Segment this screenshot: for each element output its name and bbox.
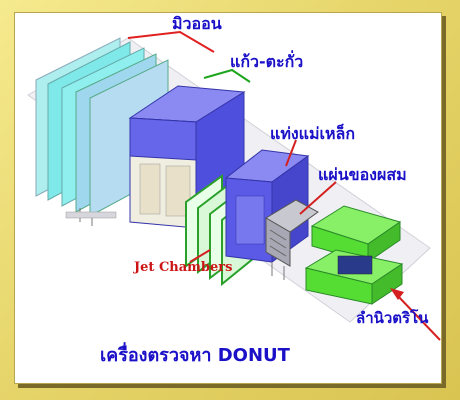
magnet-label: แท่งแม่เหล็ก [270,124,356,143]
neutrino-arrowhead [390,288,404,300]
emulsion-target [265,199,319,280]
magnet-pointer [285,139,297,167]
emulsion-front [265,217,291,267]
lead-glass-pointer [203,68,251,83]
neutrino-pointer [395,293,441,341]
muon-pointer [127,30,215,53]
green-target-block [304,205,404,305]
lead-glass-label: แก้ว-ตะกั่ว [230,52,304,71]
jet-pointer [189,249,211,263]
jet-chambers-label: Jet Chambers [134,260,233,275]
diagram-caption: เครื่องตรวจหา DONUT [100,345,290,366]
neutrino-beam-label: ลำนิวตริโน [356,309,429,327]
muon-label: มิวออน [172,14,222,33]
emulsion-label: แผ่นของผสม [318,165,407,184]
lead-glass-face [129,117,197,161]
green-lower-side [371,263,403,305]
emulsion-pointer [299,181,337,215]
